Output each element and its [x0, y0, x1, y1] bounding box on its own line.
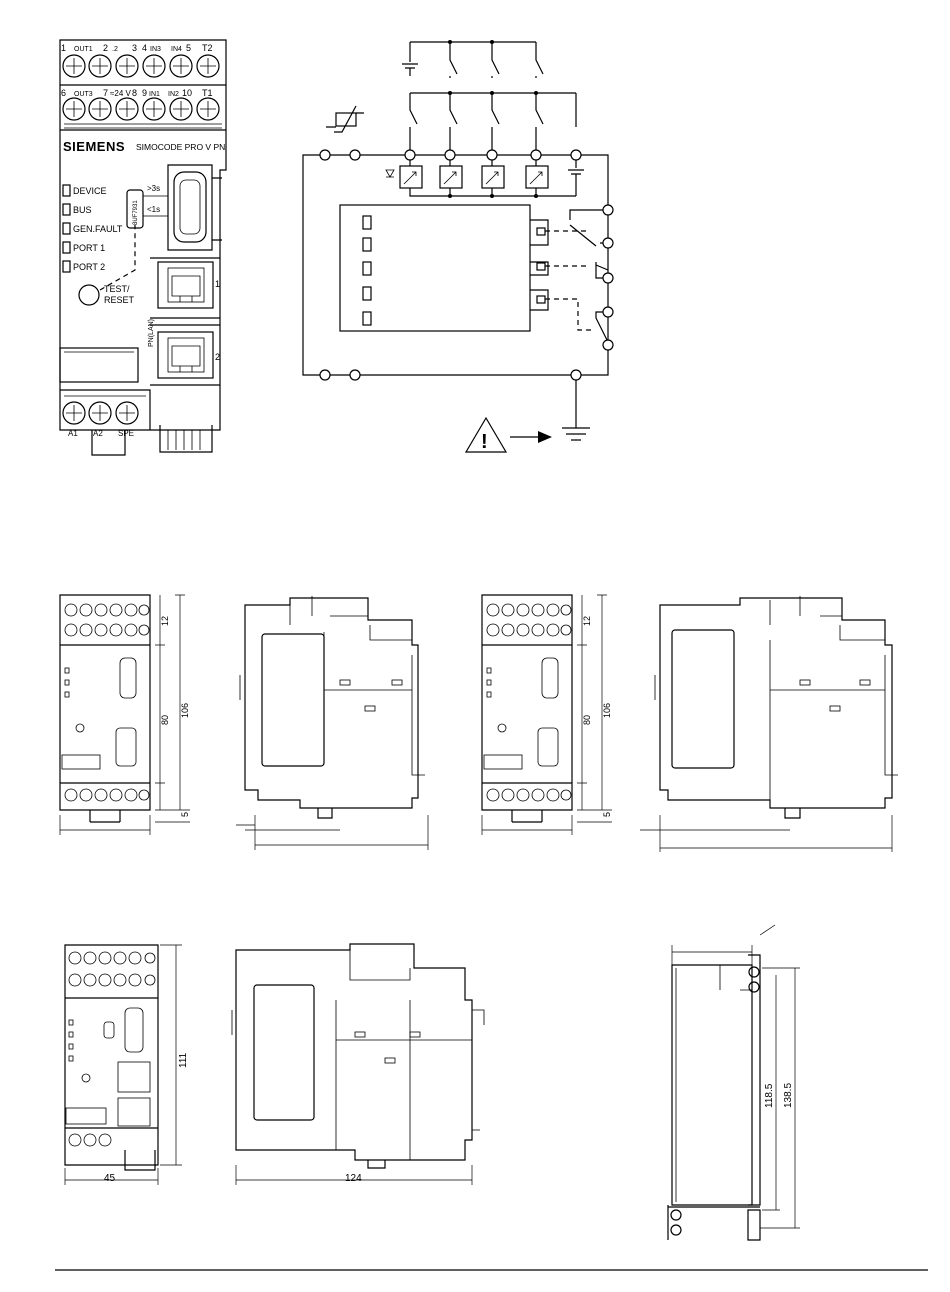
port-number-1: 1	[215, 279, 220, 289]
terminal-label: ≈24 V	[110, 89, 132, 98]
led-bus-indicator	[63, 204, 70, 215]
module-label: 3UF7931	[133, 200, 139, 225]
dim-label-118-5: 118.5	[764, 1083, 775, 1108]
dim-label-111: 111	[178, 1052, 189, 1068]
brand-logo: SIEMENS	[63, 139, 125, 154]
dim-label-80: 80	[582, 715, 592, 725]
lan-label: PN(LAN)	[148, 319, 155, 347]
warning-icon: !	[466, 418, 506, 453]
ethernet-port-2: 2	[158, 332, 220, 378]
terminal-label: OUT3	[74, 91, 93, 98]
led-label-port1: PORT 1	[73, 243, 105, 253]
terminal-label: T1	[202, 88, 213, 98]
led-genfault-indicator	[63, 223, 70, 234]
dim-label-45: 45	[104, 1173, 116, 1184]
terminal-label: 7	[103, 88, 108, 98]
terminal-screws-top	[63, 55, 219, 77]
led-label-genfault: GEN.FAULT	[73, 224, 123, 234]
dimension-side-left	[236, 596, 428, 850]
terminal-screws-second	[63, 98, 219, 120]
terminal-label: 3	[132, 43, 137, 53]
dimension-front-right: 12 80 106 5	[482, 595, 612, 835]
terminal-label: 4	[142, 43, 147, 53]
terminal-label-spe: SPE	[118, 429, 134, 438]
dim-label-106: 106	[602, 703, 612, 718]
time-short-label: <1s	[147, 205, 160, 214]
led-label-device: DEVICE	[73, 186, 107, 196]
dim-label-106: 106	[180, 703, 190, 718]
dimension-mounting-bottom: 118.5 138.5	[668, 925, 800, 1240]
test-reset-button[interactable]	[79, 285, 99, 305]
led-device-indicator	[63, 185, 70, 196]
circuit-schematic: !	[303, 40, 613, 453]
terminal-label: IN4	[171, 46, 182, 53]
led-port2-indicator	[63, 261, 70, 272]
terminal-label: IN3	[150, 46, 161, 53]
terminal-label: 6	[61, 88, 66, 98]
terminal-label: 2	[103, 43, 108, 53]
terminal-label: 10	[182, 88, 192, 98]
button-label-reset: RESET	[104, 295, 135, 305]
dimension-side-right	[640, 596, 898, 852]
port-number-2: 2	[215, 352, 220, 362]
output-relays	[530, 205, 613, 350]
terminal-label: 8	[132, 88, 137, 98]
dimension-front-bottom: 111 45	[65, 945, 189, 1185]
time-long-label: >3s	[147, 184, 160, 193]
terminal-label: IN1	[149, 91, 160, 98]
dimension-side-bottom: 124	[232, 944, 484, 1185]
terminal-label-a1: A1	[68, 429, 78, 438]
dim-label-12: 12	[582, 616, 592, 626]
terminal-label: OUT1	[74, 46, 93, 53]
led-panel: DEVICE BUS GEN.FAULT PORT 1 PORT 2	[63, 185, 123, 272]
dim-label-138-5: 138.5	[783, 1083, 794, 1108]
arrow-right-icon	[538, 431, 552, 443]
dim-label-124: 124	[345, 1173, 362, 1184]
dim-label-12: 12	[160, 616, 170, 626]
led-label-port2: PORT 2	[73, 262, 105, 272]
terminal-label: .2	[112, 46, 118, 53]
input-optocouplers	[386, 160, 584, 198]
terminal-label: 5	[186, 43, 191, 53]
dim-label-5: 5	[602, 812, 612, 817]
ethernet-port-1: 1	[158, 262, 220, 308]
led-port1-indicator	[63, 242, 70, 253]
device-front-view: 1 OUT1 2 .2 3 4 IN3 IN4 5 T2 6 OUT3 7 ≈2…	[60, 40, 226, 455]
dim-label-80: 80	[160, 715, 170, 725]
model-label: SIMOCODE PRO V PN	[136, 142, 225, 152]
terminal-label-a2: A2	[93, 429, 103, 438]
terminal-label: 1	[61, 43, 66, 53]
led-label-bus: BUS	[73, 205, 92, 215]
terminal-label: T2	[202, 43, 213, 53]
dimension-front-left: 12 80 106 5	[60, 595, 190, 835]
terminal-label: 9	[142, 88, 147, 98]
varistor-symbol	[326, 106, 364, 132]
terminal-label: IN2	[168, 91, 179, 98]
svg-text:!: !	[481, 431, 488, 453]
dim-label-5: 5	[180, 812, 190, 817]
